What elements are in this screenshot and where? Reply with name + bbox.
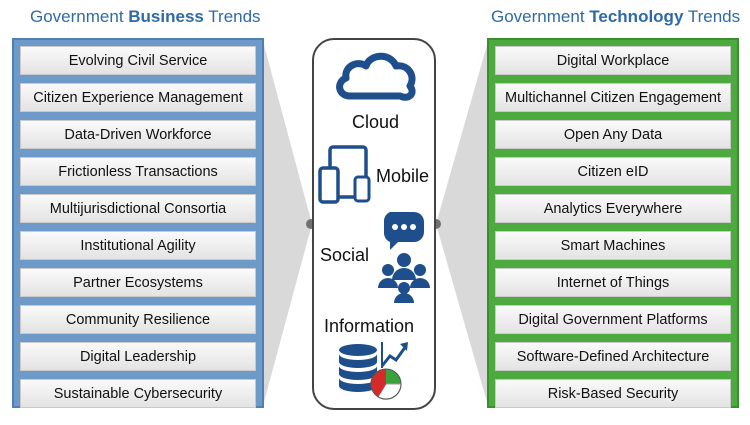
- technology-trends-heading: Government Technology Trends: [491, 7, 741, 26]
- technology-trend-item: Citizen eID: [495, 157, 731, 186]
- business-trend-item: Sustainable Cybersecurity: [20, 379, 256, 408]
- technology-trend-item: Multichannel Citizen Engagement: [495, 83, 731, 112]
- phone-icon: [353, 175, 371, 203]
- business-trend-item: Frictionless Transactions: [20, 157, 256, 186]
- technology-trend-item: Risk-Based Security: [495, 379, 731, 408]
- pie-chart-icon: [370, 368, 402, 400]
- cloud-icon: [336, 52, 416, 101]
- business-trend-item: Institutional Agility: [20, 231, 256, 260]
- chat-people-icon: [378, 212, 430, 303]
- information-label: Information: [324, 316, 415, 336]
- cloud-label: Cloud: [352, 112, 400, 132]
- social-label: Social: [320, 245, 370, 265]
- right-connector-dot: [431, 219, 441, 229]
- business-trends-panel: Evolving Civil Service Citizen Experienc…: [12, 38, 264, 408]
- technology-trend-item: Internet of Things: [495, 268, 731, 297]
- business-trend-item: Digital Leadership: [20, 342, 256, 371]
- left-connector-dot: [306, 219, 316, 229]
- technology-trend-item: Open Any Data: [495, 120, 731, 149]
- technology-trend-item: Digital Government Platforms: [495, 305, 731, 334]
- business-trend-item: Citizen Experience Management: [20, 83, 256, 112]
- technology-trend-item: Software-Defined Architecture: [495, 342, 731, 371]
- trend-arrow-icon: [380, 342, 408, 368]
- technology-trend-item: Smart Machines: [495, 231, 731, 260]
- mobile-label: Mobile: [376, 166, 430, 186]
- business-trend-item: Multijurisdictional Consortia: [20, 194, 256, 223]
- database-icon: [339, 344, 377, 392]
- technology-trend-item: Analytics Everywhere: [495, 194, 731, 223]
- technology-trends-panel: Digital Workplace Multichannel Citizen E…: [487, 38, 739, 408]
- technology-trend-item: Digital Workplace: [495, 46, 731, 75]
- business-trends-heading: Government Business Trends: [30, 7, 261, 26]
- business-trend-item: Partner Ecosystems: [20, 268, 256, 297]
- business-trend-item: Data-Driven Workforce: [20, 120, 256, 149]
- business-trend-item: Evolving Civil Service: [20, 46, 256, 75]
- nexus-of-forces-panel: Cloud Mobile Social Information: [312, 38, 436, 410]
- business-trend-item: Community Resilience: [20, 305, 256, 334]
